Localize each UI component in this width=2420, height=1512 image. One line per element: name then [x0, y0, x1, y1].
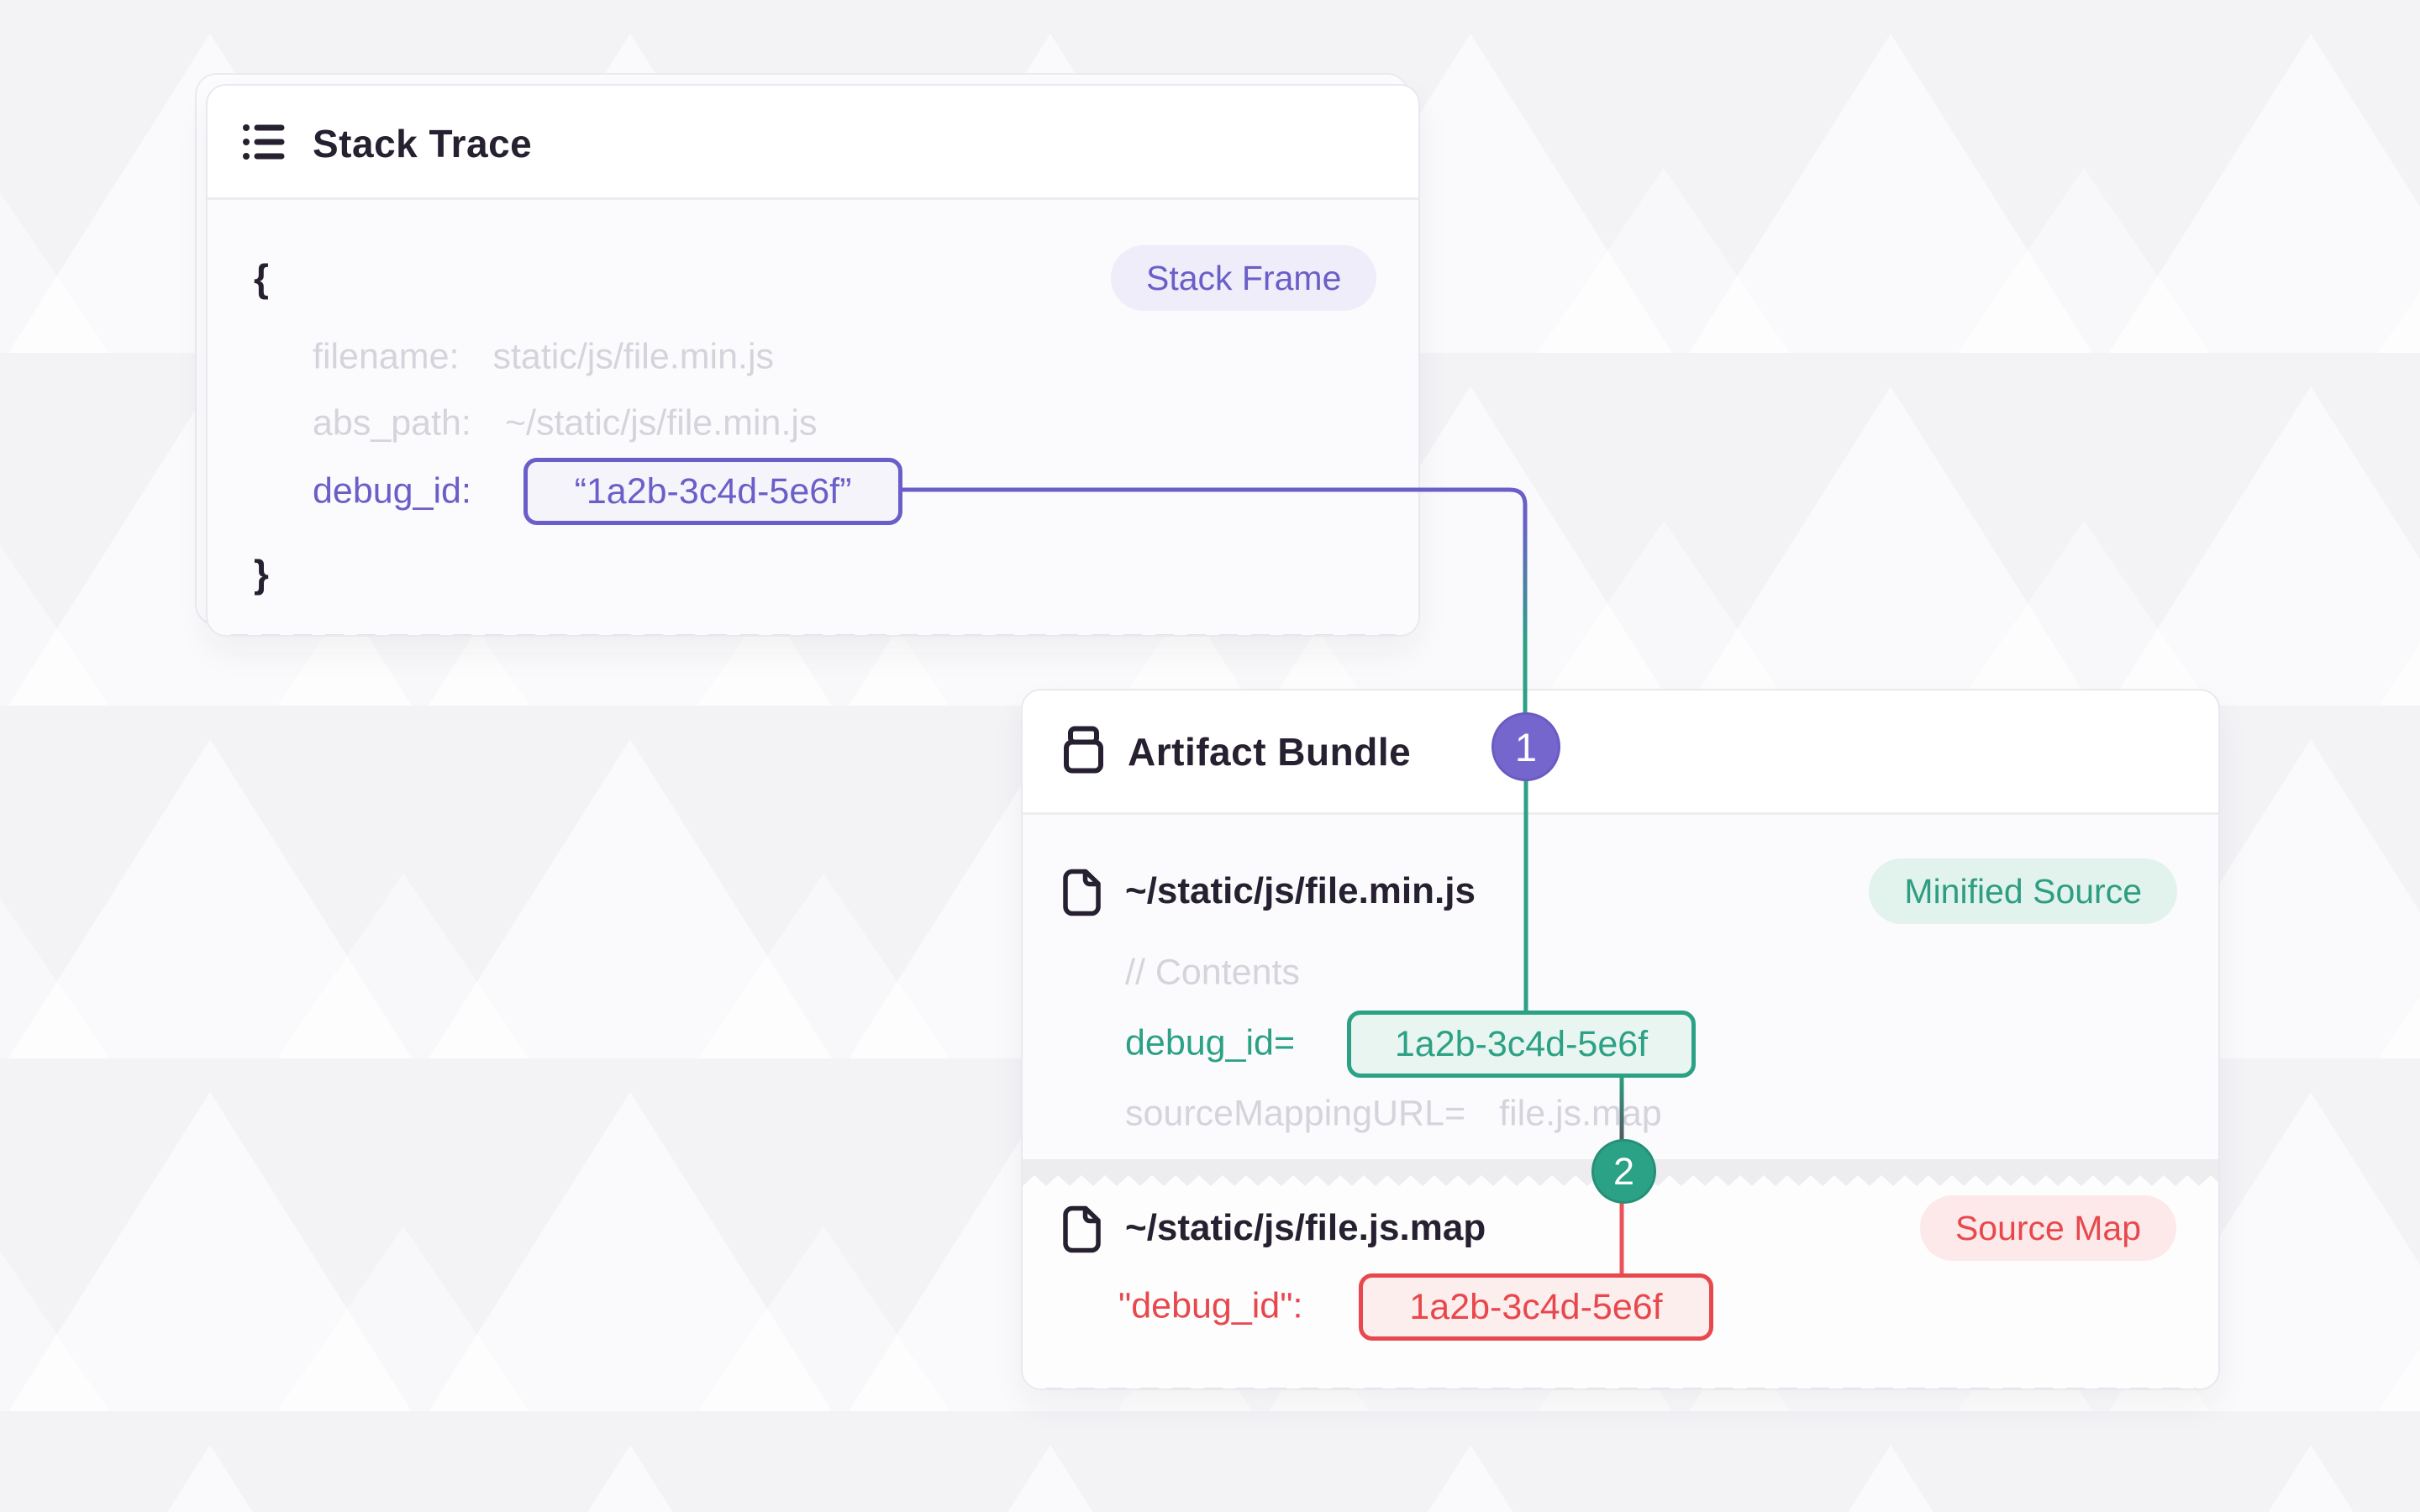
source-mapping-value: file.js.map [1499, 1093, 1662, 1134]
bundle-debug-id-line: debug_id= [1125, 1023, 1295, 1064]
json-close-brace: } [254, 552, 269, 596]
source-map-badge: Source Map [1919, 1195, 2176, 1261]
source-map-section: ~/static/js/file.js.map Source Map "debu… [1023, 1186, 2218, 1389]
bundle-debug-id-label: debug_id= [1125, 1022, 1296, 1063]
artifact-bundle-header: Artifact Bundle [1023, 690, 2218, 812]
perforated-edge [229, 634, 1397, 635]
source-mapping-label: sourceMappingURL= [1125, 1093, 1466, 1134]
step-2-marker: 2 [1591, 1139, 1656, 1204]
artifact-bundle-card: Artifact Bundle ~/static/js/file.min.js … [1021, 689, 2220, 1390]
map-debug-id-line: "debug_id": [1118, 1286, 1302, 1327]
list-icon [243, 123, 285, 166]
header-divider [208, 197, 1418, 200]
stack-trace-body: { filename: static/js/file.min.js abs_pat… [208, 200, 1418, 635]
abs-path-label: abs_path: [313, 402, 471, 444]
source-map-file-path: ~/static/js/file.js.map [1125, 1207, 1486, 1248]
json-open-brace: { [254, 256, 269, 300]
minified-source-badge: Minified Source [1869, 858, 2177, 924]
source-mapping-url-line: sourceMappingURL= file.js.map [1125, 1094, 1662, 1135]
debug-id-label: debug_id: [313, 470, 471, 512]
file-icon [1062, 1205, 1102, 1257]
step-1-marker: 1 [1491, 712, 1560, 781]
header-divider [1023, 812, 2218, 815]
filename-line: filename: static/js/file.min.js [313, 337, 774, 378]
stack-frame-badge: Stack Frame [1111, 245, 1377, 311]
filename-value: static/js/file.min.js [492, 336, 774, 377]
map-debug-id-value-box: 1a2b-3c4d-5e6f [1359, 1273, 1713, 1341]
minified-file-path: ~/static/js/file.min.js [1125, 870, 1476, 911]
artifact-bundle-title: Artifact Bundle [1128, 730, 1412, 774]
abs-path-value: ~/static/js/file.min.js [504, 402, 818, 444]
bundle-debug-id-value-box: 1a2b-3c4d-5e6f [1347, 1011, 1696, 1078]
abs-path-line: abs_path: ~/static/js/file.min.js [313, 403, 817, 444]
perforated-edge [1044, 1388, 2196, 1389]
stack-trace-header: Stack Trace [208, 86, 1418, 197]
map-debug-id-label: "debug_id": [1118, 1285, 1303, 1326]
debug-id-line: debug_id: [313, 471, 471, 512]
archive-box-icon [1061, 726, 1106, 778]
minified-source-section: ~/static/js/file.min.js Minified Source … [1023, 815, 2218, 1159]
contents-comment: // Contents [1125, 952, 1300, 993]
filename-label: filename: [313, 336, 460, 377]
file-icon [1062, 869, 1102, 921]
stack-trace-card: Stack Trace { filename: static/js/file.mi… [195, 73, 1420, 637]
stack-trace-title: Stack Trace [313, 122, 533, 165]
debug-id-value-box: “1a2b-3c4d-5e6f” [523, 458, 902, 525]
